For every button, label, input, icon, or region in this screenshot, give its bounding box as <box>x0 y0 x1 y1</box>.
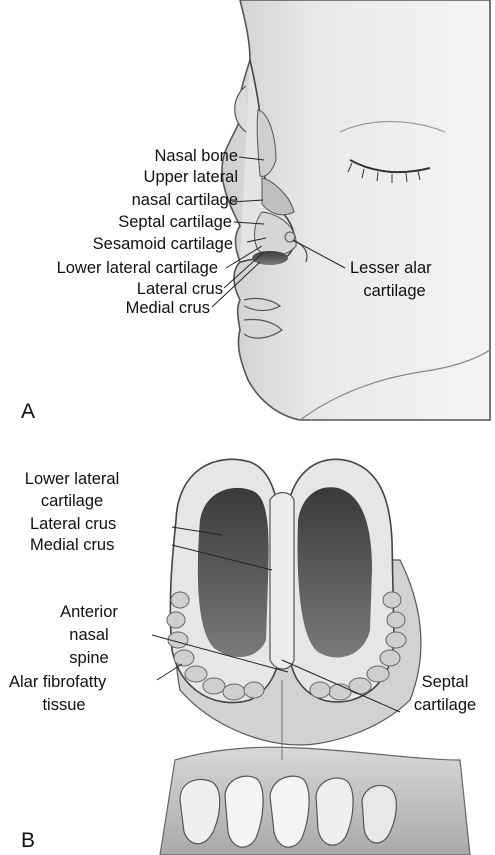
label-alar-fibrofatty-line2: tissue <box>9 696 119 715</box>
label-lower-lateral-b-line2: cartilage <box>16 492 128 511</box>
label-upper-lateral-line2: nasal cartilage <box>132 191 238 210</box>
label-septal-cartilage-b-line2: cartilage <box>405 696 485 715</box>
label-lesser-alar-line1: Lesser alar <box>350 259 432 278</box>
label-lower-lateral-cartilage: Lower lateral cartilage <box>57 259 218 278</box>
label-sesamoid-cartilage: Sesamoid cartilage <box>93 235 233 254</box>
label-medial-crus-a: Medial crus <box>126 299 210 318</box>
panel-b-letter: B <box>21 829 35 853</box>
label-anterior-nasal-spine-line2: nasal <box>56 626 122 645</box>
label-septal-cartilage-b-line1: Septal <box>405 673 485 692</box>
panel-a-face-drawing <box>222 0 490 420</box>
label-lateral-crus-b: Lateral crus <box>30 515 116 534</box>
label-medial-crus-b: Medial crus <box>30 536 114 555</box>
label-septal-cartilage: Septal cartilage <box>118 213 232 232</box>
label-anterior-nasal-spine-line3: spine <box>56 649 122 668</box>
label-upper-lateral-line1: Upper lateral <box>144 168 238 187</box>
label-alar-fibrofatty-line1: Alar fibrofatty <box>9 673 106 692</box>
label-nasal-bone: Nasal bone <box>155 147 238 166</box>
panel-a-letter: A <box>21 400 35 424</box>
label-lesser-alar-line2: cartilage <box>350 282 439 301</box>
label-lateral-crus-a: Lateral crus <box>137 280 223 299</box>
label-anterior-nasal-spine-line1: Anterior <box>56 603 122 622</box>
label-lower-lateral-b-line1: Lower lateral <box>16 470 128 489</box>
panel-b-basal-drawing <box>160 459 470 855</box>
